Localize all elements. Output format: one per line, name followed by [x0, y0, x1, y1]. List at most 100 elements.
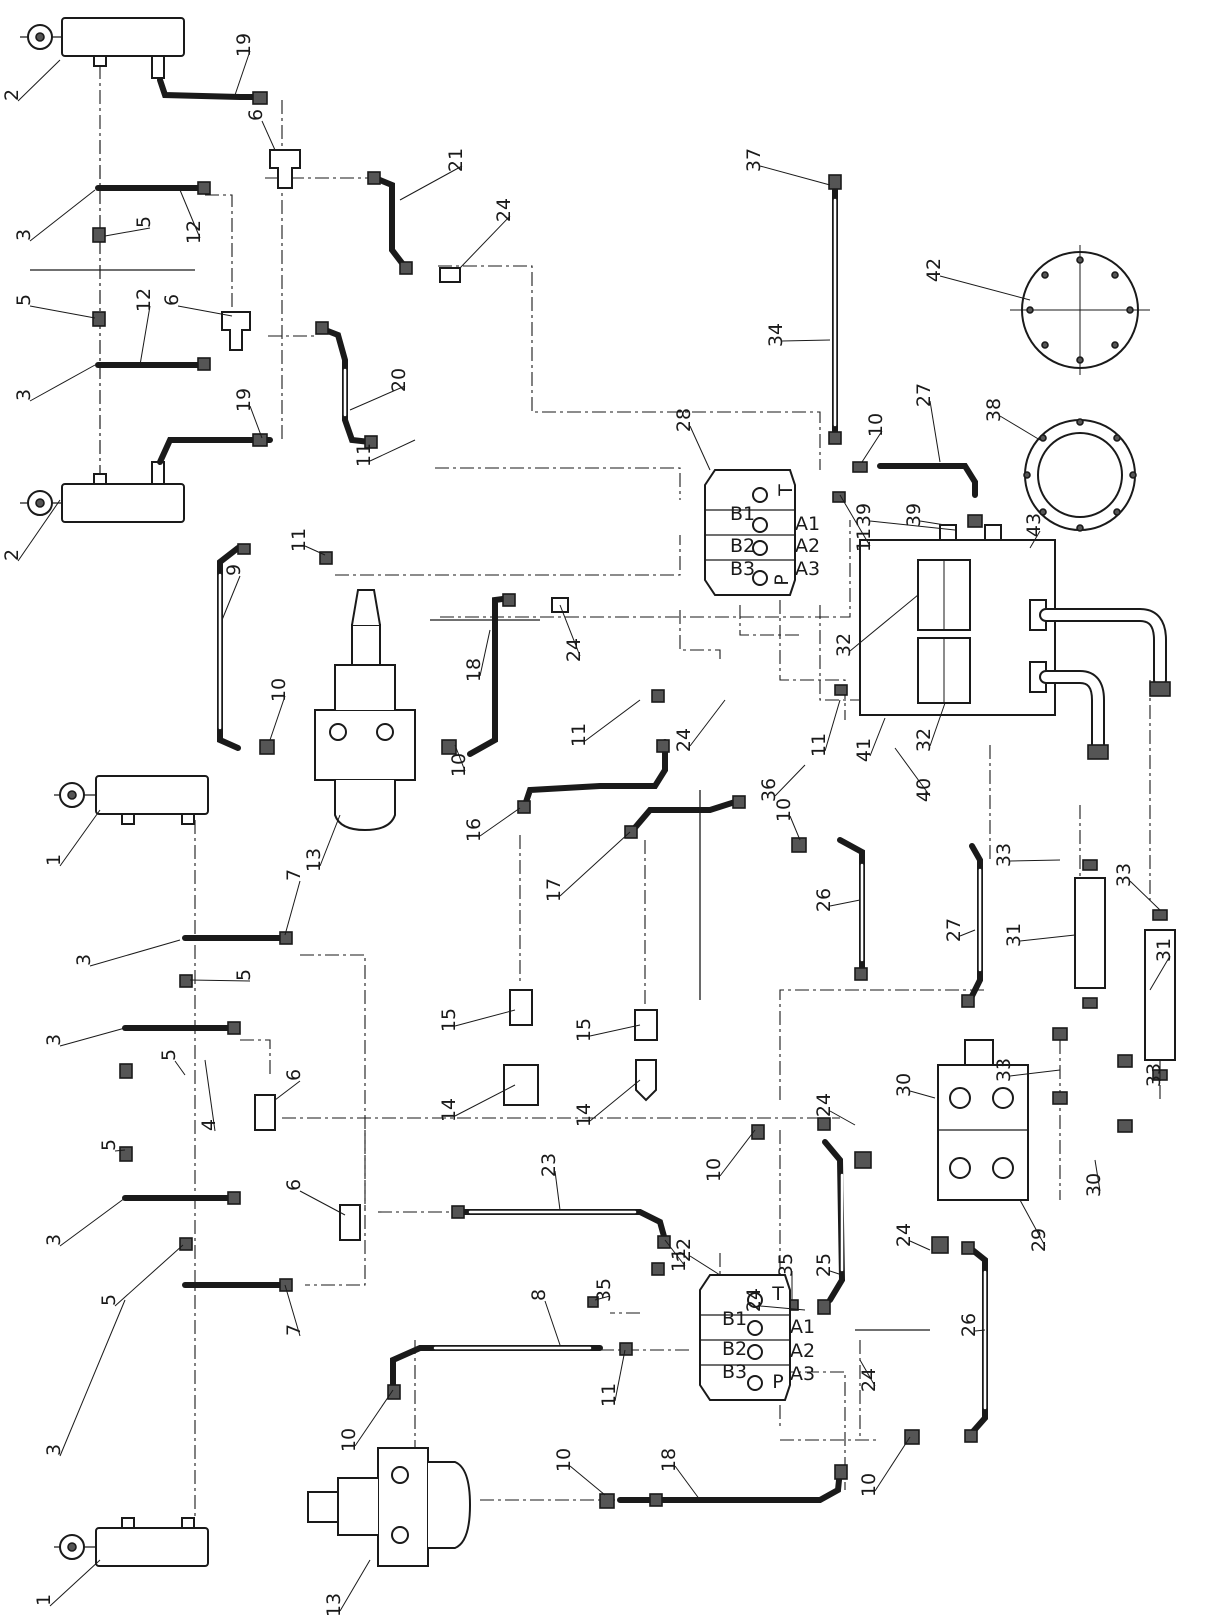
- callout-11: 11: [808, 699, 841, 757]
- leader-line: [781, 339, 831, 342]
- callout-11: 11: [353, 439, 416, 467]
- callout-number: 1: [33, 1594, 55, 1606]
- leader-line: [59, 1027, 126, 1047]
- leader-line: [999, 415, 1041, 441]
- leader-line: [829, 1270, 843, 1276]
- callout-number: 39: [903, 503, 925, 527]
- callout-28: 28: [673, 408, 711, 471]
- callout-number: 3: [13, 389, 35, 401]
- callout-number: 28: [673, 408, 695, 432]
- callout-number: 18: [463, 658, 485, 682]
- callout-32: 32: [833, 594, 919, 657]
- port-a3-28: A3: [795, 558, 820, 580]
- callout-number: 19: [233, 33, 255, 57]
- callout-11: 11: [288, 528, 326, 556]
- callout-number: 2: [1, 549, 23, 561]
- callout-6: 6: [161, 294, 233, 317]
- cylinder-1-top: [54, 775, 209, 825]
- callout-number: 27: [943, 918, 965, 942]
- leader-line: [59, 1197, 126, 1247]
- leader-line: [894, 747, 931, 797]
- leader-line: [249, 405, 263, 439]
- callout-24: 24: [673, 699, 726, 752]
- callout-number: 13: [303, 848, 325, 872]
- leader-line: [454, 744, 466, 772]
- callout-5: 5: [158, 1049, 186, 1076]
- leader-line: [594, 1295, 611, 1301]
- callout-number: 3: [43, 1444, 65, 1456]
- callout-number: 35: [775, 1253, 797, 1277]
- callout-number: 10: [858, 1473, 880, 1497]
- callout-10: 10: [773, 798, 801, 841]
- callout-42: 42: [923, 258, 1031, 301]
- callout-number: 6: [283, 1179, 305, 1191]
- callout-6: 6: [274, 1069, 305, 1101]
- leader-line: [689, 425, 711, 471]
- callout-number: 29: [1028, 1228, 1050, 1252]
- callout-number: 11: [288, 528, 310, 552]
- leader-line: [939, 275, 1031, 301]
- callout-7: 7: [283, 1284, 305, 1337]
- leader-line: [929, 400, 941, 463]
- leader-line: [1009, 859, 1061, 862]
- callout-24: 24: [813, 1093, 856, 1126]
- leader-line: [759, 165, 831, 186]
- callout-number: 4: [198, 1119, 220, 1131]
- callout-14: 14: [438, 1084, 516, 1122]
- callout-number: 11: [568, 723, 590, 747]
- callout-15: 15: [438, 1008, 516, 1032]
- callout-41: 41: [853, 717, 886, 762]
- leader-line: [454, 1084, 516, 1117]
- leader-line: [1019, 1199, 1046, 1247]
- callout-3: 3: [73, 939, 181, 967]
- callout-10: 10: [553, 1448, 606, 1496]
- callout-number: 24: [893, 1223, 915, 1247]
- callout-24: 24: [559, 604, 585, 662]
- steering-unit-13-bottom: [307, 1447, 472, 1567]
- callout-19: 19: [233, 388, 263, 439]
- leader-line: [664, 1239, 686, 1267]
- callout-number: 43: [1023, 513, 1045, 537]
- leader-line: [479, 629, 491, 677]
- callout-number: 21: [445, 148, 467, 172]
- callout-11: 11: [839, 494, 875, 552]
- callout-26: 26: [813, 888, 861, 912]
- callout-39: 39: [853, 503, 956, 531]
- leader-line: [459, 215, 511, 269]
- callout-1: 1: [43, 809, 101, 867]
- callout-number: 10: [268, 678, 290, 702]
- fittings: [92, 91, 1133, 1509]
- leader-line: [1094, 1159, 1101, 1192]
- callout-33: 33: [1113, 863, 1161, 911]
- callout-26: 26: [958, 1313, 986, 1337]
- connection-lines: [30, 65, 1161, 1520]
- port-a1-28: A1: [795, 513, 820, 535]
- leader-line: [174, 1060, 186, 1076]
- callout-31: 31: [1149, 938, 1175, 991]
- callout-number: 1: [43, 854, 65, 866]
- callout-33: 33: [993, 843, 1061, 867]
- port-a1-22: A1: [790, 1316, 815, 1338]
- callout-10: 10: [703, 1129, 756, 1182]
- callout-18: 18: [658, 1448, 701, 1501]
- leader-line: [177, 305, 233, 317]
- callout-number: 6: [283, 1069, 305, 1081]
- callout-10: 10: [448, 744, 470, 777]
- leader-line: [349, 385, 406, 411]
- callout-18: 18: [463, 629, 491, 682]
- callout-11: 11: [598, 1349, 626, 1407]
- callout-number: 33: [993, 843, 1015, 867]
- callout-5: 5: [104, 216, 155, 237]
- leader-line: [89, 939, 181, 967]
- callout-number: 31: [1003, 923, 1025, 947]
- callout-27: 27: [913, 383, 941, 463]
- callout-number: 15: [438, 1008, 460, 1032]
- hose-highlights: [218, 198, 987, 1410]
- leader-line: [304, 545, 326, 556]
- callout-number: 32: [833, 633, 855, 657]
- callout-number: 7: [283, 1324, 305, 1336]
- callout-31: 31: [1003, 923, 1076, 947]
- port-b3-28: B3: [730, 558, 755, 580]
- leader-line: [584, 699, 641, 742]
